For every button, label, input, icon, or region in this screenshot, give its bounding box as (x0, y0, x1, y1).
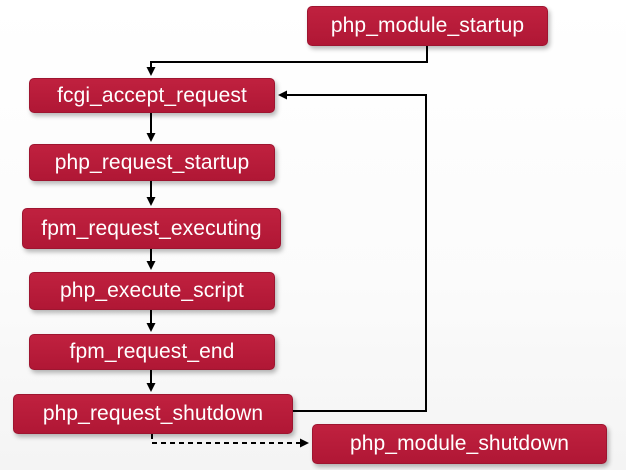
arrow-loop-back (278, 90, 427, 412)
node-label: php_request_shutdown (42, 402, 264, 425)
node-label: php_module_startup (330, 14, 525, 37)
node-php-request-startup: php_request_startup (29, 144, 275, 181)
node-php-module-startup: php_module_startup (307, 6, 548, 46)
node-label: php_module_shutdown (349, 432, 570, 455)
node-fpm-request-end: fpm_request_end (29, 334, 275, 370)
node-php-execute-script: php_execute_script (29, 272, 275, 310)
node-label: fpm_request_end (69, 340, 235, 363)
arrow-dashed-to-module-shutdown (151, 434, 309, 448)
node-fcgi-accept-request: fcgi_accept_request (29, 78, 275, 113)
node-php-module-shutdown: php_module_shutdown (312, 424, 607, 464)
node-label: php_execute_script (60, 279, 244, 302)
node-php-request-shutdown: php_request_shutdown (13, 394, 293, 434)
node-label: fpm_request_executing (41, 216, 262, 240)
node-label: php_request_startup (54, 150, 250, 174)
node-fpm-request-executing: fpm_request_executing (22, 208, 281, 249)
node-label: fcgi_accept_request (57, 83, 247, 107)
arrow-startup-to-accept (146, 46, 428, 76)
